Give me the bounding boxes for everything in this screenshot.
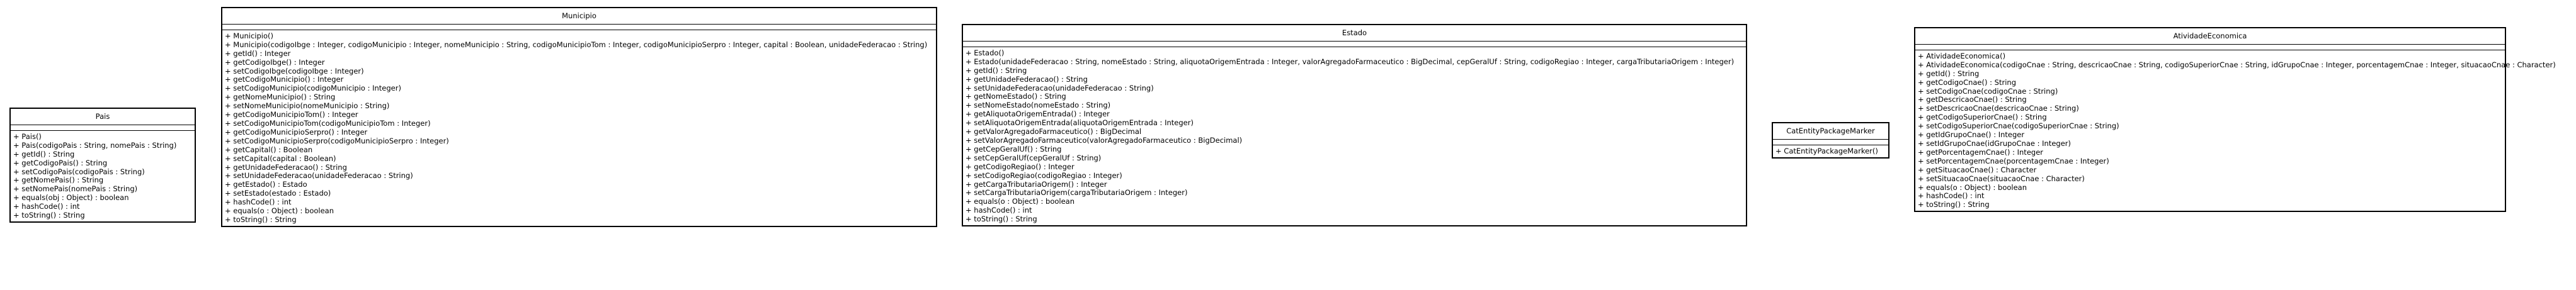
operations-compartment-catentitypackagemarker: + CatEntityPackageMarker() [1773, 145, 1888, 157]
operation-signature: + setCodigoMunicipioSerpro(codigoMunicip… [225, 136, 449, 145]
attributes-compartment-estado [963, 42, 1746, 47]
operation-signature: + getDescricaoCnae() : String [1918, 95, 2027, 104]
operation-signature: + setCodigoIbge(codigoIbge : Integer) [225, 66, 364, 75]
attributes-compartment-atividadeeconomica [1915, 45, 2505, 50]
class-box-estado[interactable]: Estado + Estado()+ Estado(unidadeFederac… [962, 24, 1747, 227]
class-box-atividadeeconomica[interactable]: AtividadeEconomica + AtividadeEconomica(… [1914, 27, 2556, 213]
operation-signature: + getCodigoMunicipioSerpro() : Integer [225, 127, 368, 137]
operation-signature: + CatEntityPackageMarker() [1775, 146, 1878, 155]
operation-signature: + equals(o : Object) : boolean [225, 206, 334, 216]
operation-signature: + getCodigoCnae() : String [1918, 77, 2016, 87]
operation-signature: + getPorcentagemCnae() : Integer [1918, 147, 2043, 157]
operation-signature: + Estado() [966, 48, 1005, 57]
operation-signature: + AtividadeEconomica() [1918, 51, 2006, 60]
attributes-compartment-municipio [222, 25, 936, 30]
operation-signature: + setCargaTributariaOrigem(cargaTributar… [966, 188, 1188, 198]
operation-signature: + getId() : String [1918, 69, 1980, 78]
operation-signature: + getCodigoPais() : String [13, 158, 108, 167]
operation-signature: + setUnidadeFederacao(unidadeFederacao :… [225, 171, 413, 181]
class-name-pais: Pais [11, 109, 195, 125]
operation-signature: + getNomeEstado() : String [966, 92, 1066, 101]
operation-signature: + setNomeMunicipio(nomeMunicipio : Strin… [225, 101, 390, 111]
operation-signature: + getCepGeralUf() : String [966, 144, 1062, 153]
operation-signature: + getUnidadeFederacao() : String [966, 74, 1088, 84]
operations-compartment-pais: + Pais()+ Pais(codigoPais : String, nome… [11, 131, 195, 221]
operation-signature: + equals(obj : Object) : boolean [13, 193, 129, 203]
operation-signature: + setNomePais(nomePais : String) [13, 184, 138, 194]
operation-signature: + AtividadeEconomica(codigoCnae : String… [1918, 60, 2556, 69]
class-box-pais[interactable]: Pais + Pais()+ Pais(codigoPais : String,… [9, 108, 196, 223]
operation-signature: + equals(o : Object) : boolean [966, 197, 1074, 206]
operation-signature: + toString() : String [225, 215, 297, 224]
operation-signature: + getCodigoIbge() : Integer [225, 57, 325, 67]
class-box-catentitypackagemarker[interactable]: CatEntityPackageMarker + CatEntityPackag… [1772, 122, 1889, 159]
operation-signature: + getId() : String [13, 149, 75, 159]
operation-signature: + getCodigoSuperiorCnae() : String [1918, 113, 2047, 122]
operation-signature: + setDescricaoCnae(descricaoCnae : Strin… [1918, 104, 2079, 113]
operation-signature: + setSituacaoCnae(situacaoCnae : Charact… [1918, 174, 2085, 183]
operations-compartment-atividadeeconomica: + AtividadeEconomica()+ AtividadeEconomi… [1915, 50, 2556, 211]
operation-signature: + hashCode() : int [225, 198, 292, 207]
operation-signature: + setIdGrupoCnae(idGrupoCnae : Integer) [1918, 138, 2071, 148]
operation-signature: + toString() : String [966, 215, 1037, 224]
operation-signature: + toString() : String [13, 211, 85, 220]
operation-signature: + getCodigoMunicipio() : Integer [225, 75, 344, 84]
operations-compartment-municipio: + Municipio()+ Municipio(codigoIbge : In… [222, 30, 936, 226]
operation-signature: + getNomePais() : String [13, 176, 104, 185]
operation-signature: + setValorAgregadoFarmaceutico(valorAgre… [966, 135, 1243, 145]
operation-signature: + setCodigoMunicipio(codigoMunicipio : I… [225, 84, 401, 93]
operation-signature: + setCapital(capital : Boolean) [225, 153, 336, 163]
operation-signature: + Municipio() [225, 31, 274, 40]
operation-signature: + hashCode() : int [966, 206, 1032, 215]
operation-signature: + getUnidadeFederacao() : String [225, 162, 347, 172]
operation-signature: + getNomeMunicipio() : String [225, 92, 336, 102]
operation-signature: + hashCode() : int [1918, 191, 1985, 201]
class-box-municipio[interactable]: Municipio + Municipio()+ Municipio(codig… [221, 7, 937, 227]
operation-signature: + setPorcentagemCnae(porcentagemCnae : I… [1918, 156, 2109, 165]
operation-signature: + setUnidadeFederacao(unidadeFederacao :… [966, 83, 1154, 92]
class-name-estado: Estado [963, 25, 1746, 42]
operation-signature: + getId() : Integer [225, 48, 291, 58]
operation-signature: + getCapital() : Boolean [225, 145, 313, 154]
operation-signature: + getAliquotaOrigemEntrada() : Integer [966, 109, 1110, 119]
class-name-catentitypackagemarker: CatEntityPackageMarker [1773, 123, 1888, 140]
operation-signature: + hashCode() : int [13, 202, 80, 211]
operation-signature: + setEstado(estado : Estado) [225, 189, 331, 198]
operation-signature: + getValorAgregadoFarmaceutico() : BigDe… [966, 127, 1142, 137]
operation-signature: + setCepGeralUf(cepGeralUf : String) [966, 153, 1102, 162]
operation-signature: + setCodigoMunicipioTom(codigoMunicipioT… [225, 118, 431, 128]
operation-signature: + getCodigoRegiao() : Integer [966, 162, 1074, 171]
operation-signature: + setCodigoRegiao(codigoRegiao : Integer… [966, 170, 1122, 180]
operation-signature: + getSituacaoCnae() : Character [1918, 165, 2037, 174]
operation-signature: + getCodigoMunicipioTom() : Integer [225, 110, 358, 120]
operation-signature: + getIdGrupoCnae() : Integer [1918, 130, 2025, 140]
class-name-municipio: Municipio [222, 8, 936, 25]
operation-signature: + Estado(unidadeFederacao : String, nome… [966, 57, 1735, 66]
operation-signature: + equals(o : Object) : boolean [1918, 182, 2027, 192]
operation-signature: + setCodigoCnae(codigoCnae : String) [1918, 86, 2058, 96]
operations-compartment-estado: + Estado()+ Estado(unidadeFederacao : St… [963, 47, 1746, 225]
operation-signature: + toString() : String [1918, 200, 1990, 209]
operation-signature: + Municipio(codigoIbge : Integer, codigo… [225, 40, 928, 49]
operation-signature: + Pais() [13, 131, 42, 141]
operation-signature: + setCodigoPais(codigoPais : String) [13, 167, 145, 176]
attributes-compartment-catentitypackagemarker [1773, 140, 1888, 145]
operation-signature: + setNomeEstado(nomeEstado : String) [966, 101, 1111, 110]
operation-signature: + Pais(codigoPais : String, nomePais : S… [13, 140, 177, 150]
operation-signature: + getCargaTributariaOrigem() : Integer [966, 179, 1107, 189]
operation-signature: + setAliquotaOrigemEntrada(aliquotaOrige… [966, 118, 1194, 128]
operation-signature: + setCodigoSuperiorCnae(codigoSuperiorCn… [1918, 121, 2119, 131]
operation-signature: + getId() : String [966, 65, 1027, 75]
operation-signature: + getEstado() : Estado [225, 180, 307, 189]
class-name-atividadeeconomica: AtividadeEconomica [1915, 28, 2505, 45]
attributes-compartment-pais [11, 125, 195, 131]
